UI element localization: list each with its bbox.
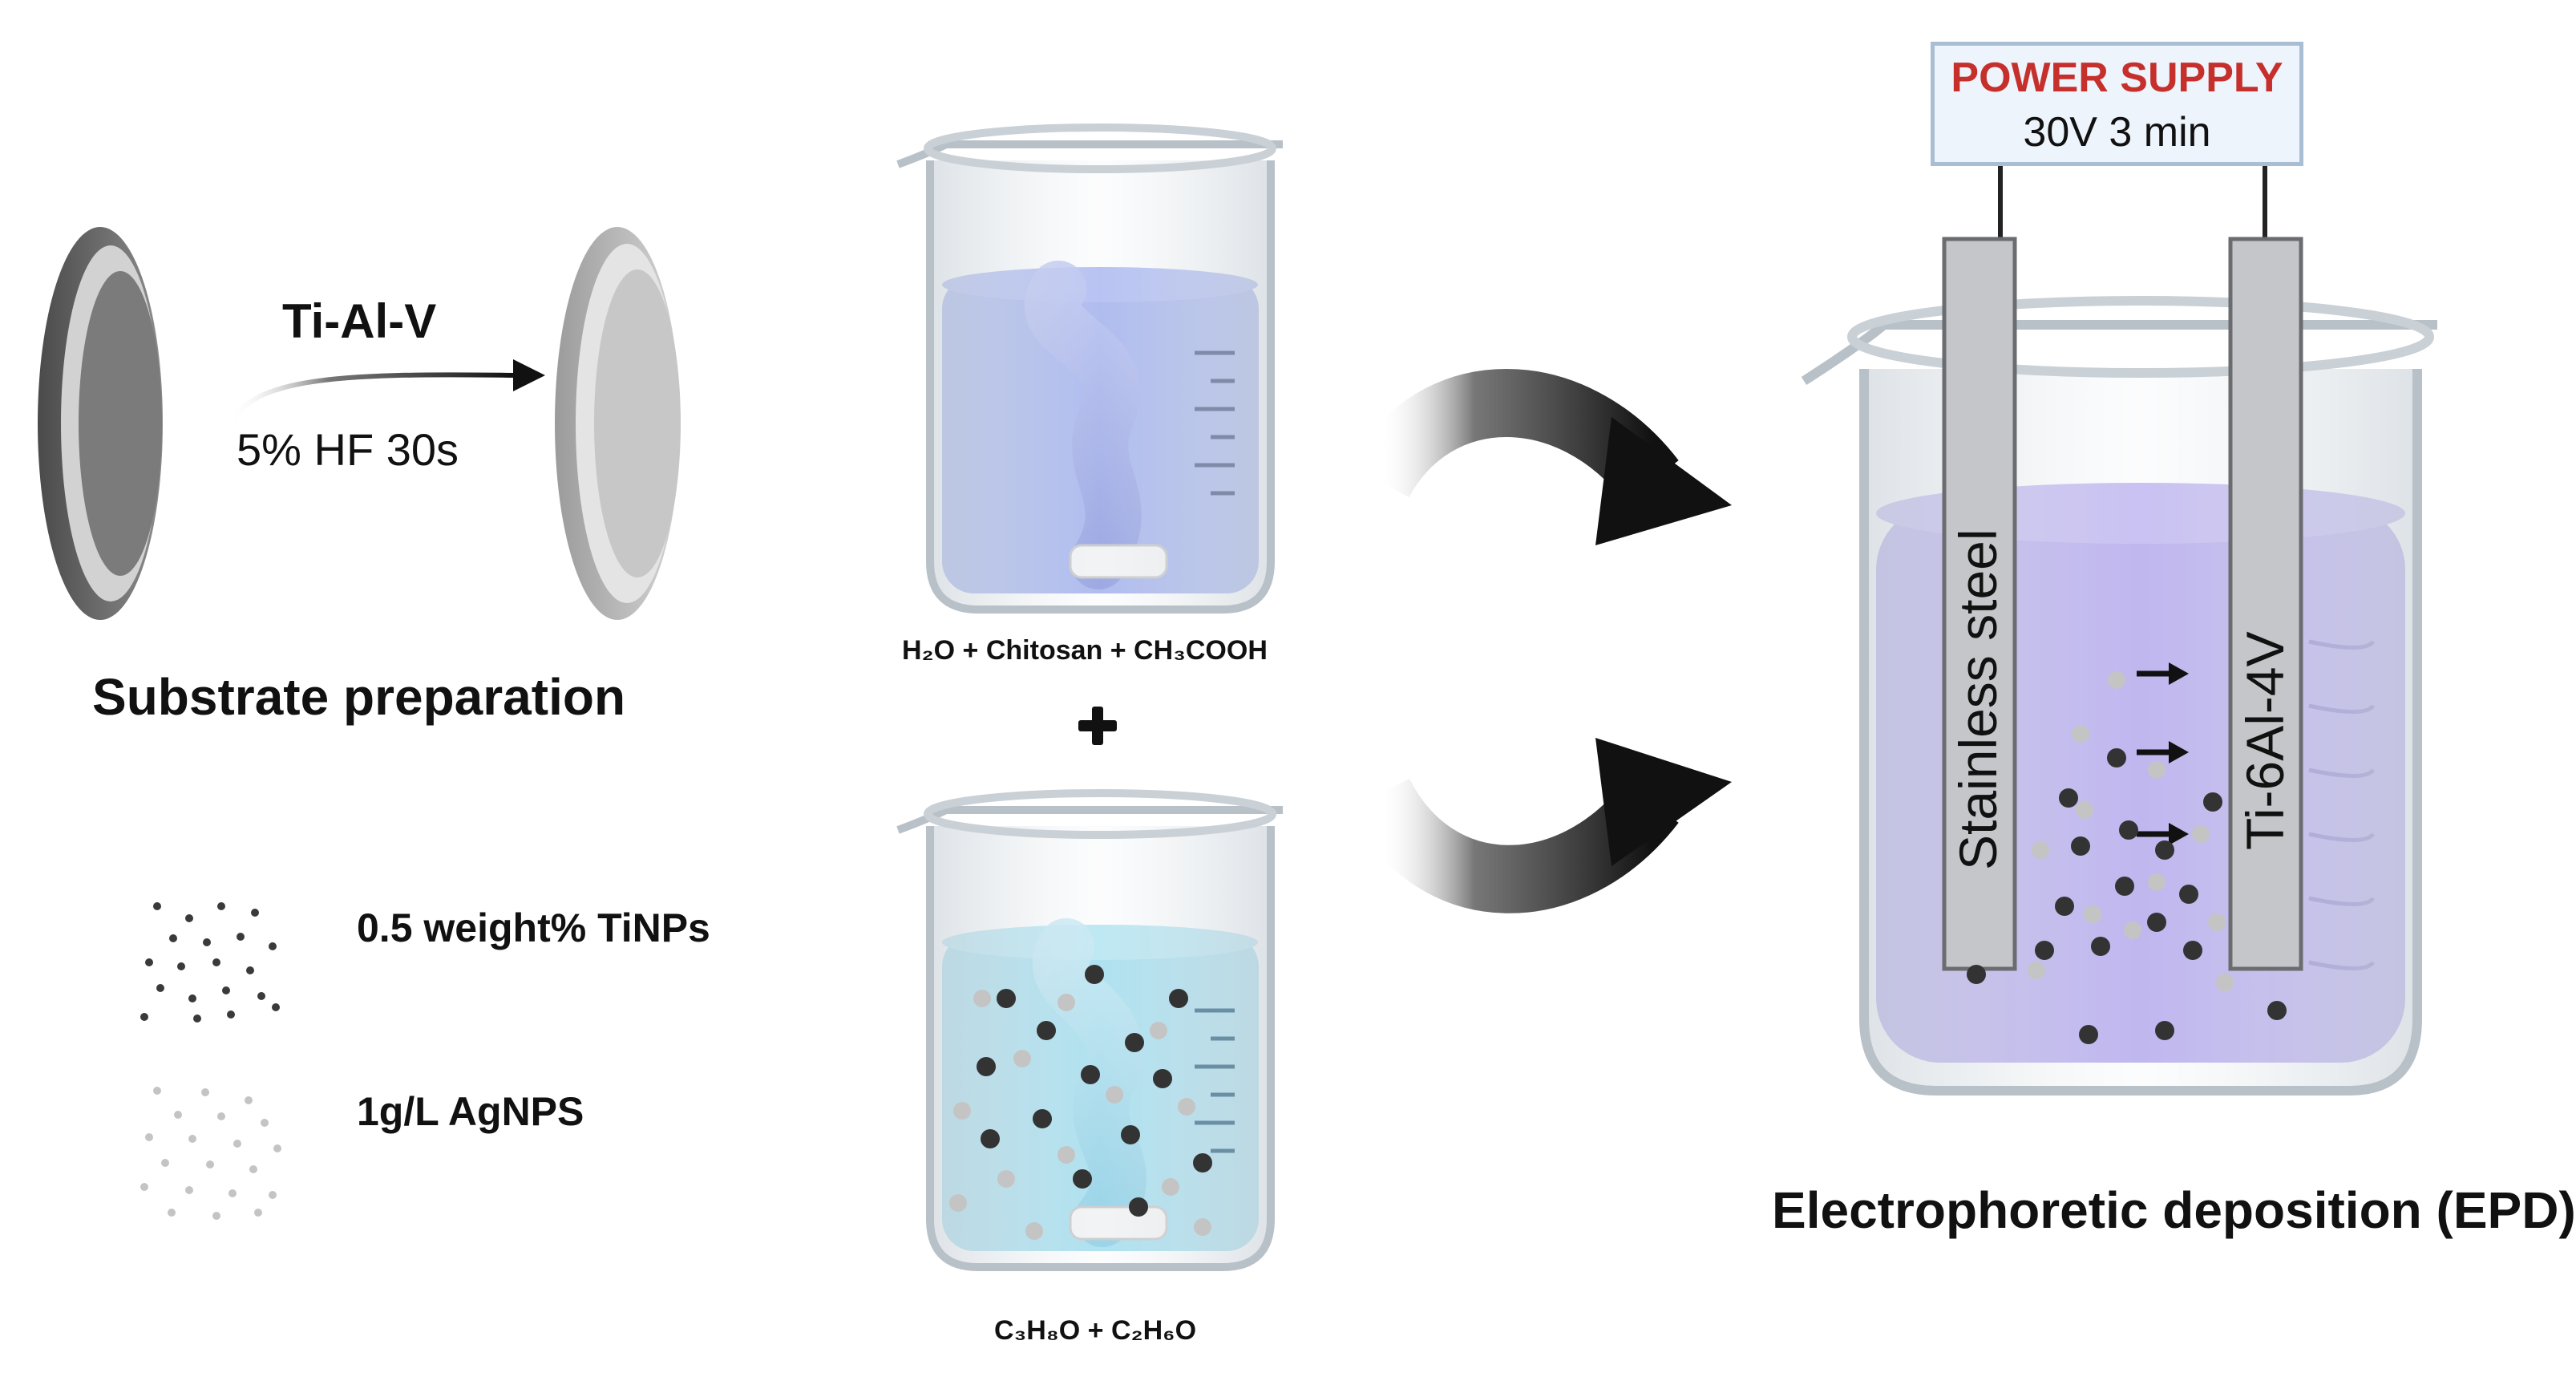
etching-arrow xyxy=(226,359,545,434)
migration-arrows xyxy=(2137,662,2189,845)
beaker-bottom-caption: C₃H₈O + C₂H₆O xyxy=(994,1315,1197,1346)
beaker-bottom xyxy=(896,789,1283,1271)
epd-beaker xyxy=(1801,296,2437,1096)
epd-tinps xyxy=(1967,748,2287,1044)
disc-after xyxy=(555,227,681,620)
epd-caption: Electrophoretic deposition (EPD) xyxy=(1772,1181,2576,1239)
etching-alloy-label: Ti-Al-V xyxy=(282,294,437,348)
power-supply-box: POWER SUPPLY 30V 3 min xyxy=(1931,42,2303,166)
electrode-ti6al4v: Ti-6Al-4V xyxy=(2228,237,2303,971)
legend-label-tinps: 0.5 weight% TiNPs xyxy=(357,905,710,950)
electrode-label-stainless: Stainless steel xyxy=(1948,529,2008,870)
electrode-label-ti: Ti-6Al-4V xyxy=(2235,631,2295,850)
substrate-caption: Substrate preparation xyxy=(92,668,626,726)
electrode-stainless-steel: Stainless steel xyxy=(1942,237,2017,971)
power-supply-title: POWER SUPPLY xyxy=(1951,55,2283,101)
beaker-top-caption: H₂O + Chitosan + CH₃COOH xyxy=(902,635,1268,666)
etching-condition-label: 5% HF 30s xyxy=(237,424,459,475)
disc-before xyxy=(38,227,163,620)
curved-arrow-bottom xyxy=(1349,738,1732,913)
power-wires xyxy=(1998,166,2267,239)
epd-agnps xyxy=(2028,671,2234,991)
legend-label-agnps: 1g/L AgNPS xyxy=(357,1089,584,1134)
agnps-dots xyxy=(140,1087,281,1220)
plus-sign xyxy=(1078,707,1117,745)
beaker-top xyxy=(896,124,1283,614)
curved-arrow-top xyxy=(1349,369,1732,545)
tinps-dots xyxy=(140,902,280,1023)
power-supply-value: 30V 3 min xyxy=(2023,109,2211,156)
